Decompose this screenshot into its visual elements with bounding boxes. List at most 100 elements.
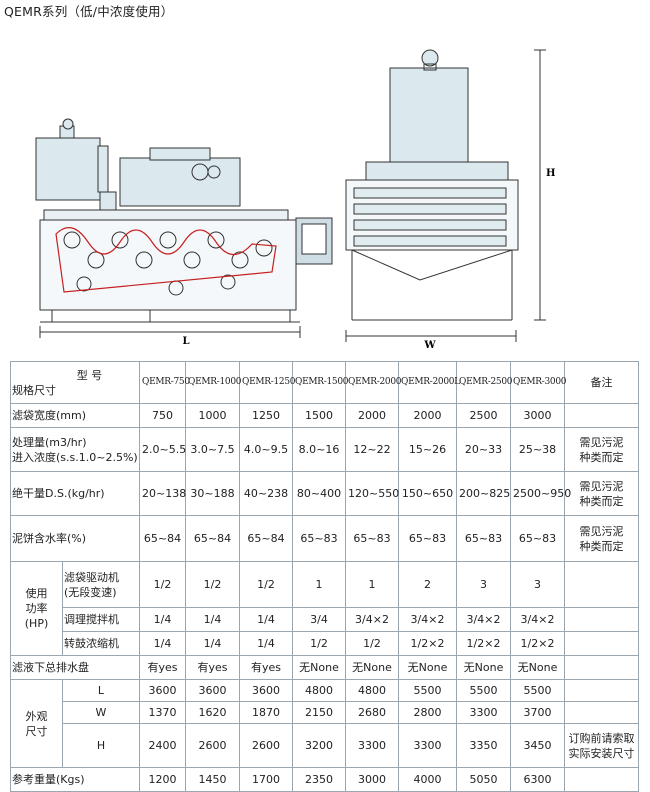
cell: 3/4×2 — [510, 607, 565, 632]
cell: 4800 — [345, 679, 399, 702]
cell: 5500 — [456, 679, 511, 702]
row-label-line: (无段变速) — [64, 585, 117, 599]
group-line: 功率 — [25, 602, 48, 615]
cell: 25~38 — [510, 427, 565, 472]
cell: 2.0~5.5 — [139, 427, 186, 472]
cell: 2350 — [292, 767, 346, 792]
cell: 3600 — [239, 679, 293, 702]
dimension-group-label: 外观 尺寸 — [10, 679, 63, 768]
cell: 65~83 — [292, 515, 346, 562]
machine-drawing: L W H — [35, 49, 555, 351]
cell: 1/2 — [345, 631, 399, 656]
cell: 3/4 — [292, 607, 346, 632]
cell: 5500 — [510, 679, 565, 702]
model-cell: QEMR-2000L — [398, 361, 460, 404]
cell: 1000 — [185, 403, 240, 428]
cell: 6300 — [510, 767, 565, 792]
note-cell: 需见污泥 种类而定 — [564, 515, 639, 562]
model-cell: QEMR-2000 — [345, 361, 401, 404]
cell: 2000 — [345, 403, 399, 428]
table-row: 滤液下总排水盘 有yes 有yes 有yes 无None 无None 无None… — [10, 655, 639, 680]
cell: 3000 — [510, 403, 565, 428]
group-line: (HP) — [24, 617, 49, 630]
cell — [564, 679, 639, 702]
note-line: 需见污泥 — [579, 479, 624, 493]
cell: 3450 — [510, 723, 565, 768]
cell: 1620 — [185, 701, 240, 724]
table-row: 滤袋宽度(mm) 750 1000 1250 1500 2000 2000 25… — [10, 403, 639, 428]
cell: 1700 — [239, 767, 293, 792]
cell: 无None — [398, 655, 457, 680]
cell: 5050 — [456, 767, 511, 792]
cell: 200~825 — [456, 471, 511, 516]
cell — [564, 655, 639, 680]
model-cell: QEMR-3000 — [510, 361, 566, 404]
table-row: 外观 尺寸 L 3600 3600 3600 4800 4800 5500 55… — [10, 679, 639, 768]
group-line: 尺寸 — [25, 724, 48, 738]
spec-table: 型 号 规格尺寸 QEMR-750 QEMR-1000 QEMR-1250 QE… — [10, 361, 639, 792]
cell: 30~188 — [185, 471, 240, 516]
table-row: 绝干量D.S.(kg/hr) 20~138 30~188 40~238 80~4… — [10, 471, 639, 516]
spec-header-cell: 型 号 规格尺寸 — [10, 361, 140, 404]
cell: 1200 — [139, 767, 186, 792]
cell: 3300 — [345, 723, 399, 768]
cell: 4000 — [398, 767, 457, 792]
cell: 1500 — [292, 403, 346, 428]
group-line: 使用 — [25, 587, 48, 600]
table-row: 泥饼含水率(%) 65~84 65~84 65~84 65~83 65~83 6… — [10, 515, 639, 562]
note-cell: 需见污泥 种类而定 — [564, 427, 639, 472]
dimension-w-label: W — [423, 340, 436, 351]
cell: 1/4 — [139, 607, 186, 632]
row-label: W — [62, 701, 140, 724]
note-line: 需见污泥 — [579, 435, 624, 449]
cell: 4.0~9.5 — [239, 427, 293, 472]
note-line: 订购前请索取 — [568, 731, 635, 745]
cell: 1/4 — [139, 631, 186, 656]
cell: 无None — [345, 655, 399, 680]
note-cell: 订购前请索取 实际安装尺寸 — [564, 723, 639, 768]
table-header-row: 型 号 规格尺寸 QEMR-750 QEMR-1000 QEMR-1250 QE… — [10, 361, 639, 404]
cell: 有yes — [185, 655, 240, 680]
model-cell: QEMR-750 — [139, 361, 190, 404]
row-label: 参考重量(Kgs) — [10, 767, 140, 792]
cell: 3.0~7.5 — [185, 427, 240, 472]
cell: 2 — [398, 561, 457, 608]
cell: 65~84 — [185, 515, 240, 562]
row-label-line: 处理量(m3/hr) — [12, 435, 87, 449]
cell: 80~400 — [292, 471, 346, 516]
note-line: 实际安装尺寸 — [568, 746, 635, 760]
power-group-label: 使用 功率 (HP) — [10, 561, 63, 656]
note-cell: 需见污泥 种类而定 — [564, 471, 639, 516]
cell: 2600 — [185, 723, 240, 768]
cell: 3000 — [345, 767, 399, 792]
row-label: 滤袋宽度(mm) — [10, 403, 140, 428]
group-line: 外观 — [25, 709, 48, 723]
cell: 1/2×2 — [398, 631, 457, 656]
cell: 3300 — [456, 701, 511, 724]
cell: 5500 — [398, 679, 457, 702]
row-label-line: 滤袋驱动机 — [64, 570, 119, 584]
cell: 3/4×2 — [456, 607, 511, 632]
cell: 2600 — [239, 723, 293, 768]
cell: 1/4 — [185, 631, 240, 656]
row-label: 转鼓浓缩机 — [62, 631, 140, 656]
cell: 20~138 — [139, 471, 186, 516]
cell: 1870 — [239, 701, 293, 724]
cell: 1/2 — [292, 631, 346, 656]
table-row: 使用 功率 (HP) 滤袋驱动机 (无段变速) 1/2 1/2 1/2 1 1 … — [10, 561, 639, 656]
cell — [564, 561, 639, 608]
cell: 65~83 — [345, 515, 399, 562]
cell: 65~84 — [239, 515, 293, 562]
cell: 65~83 — [456, 515, 511, 562]
row-label: 处理量(m3/hr) 进入浓度(s.s.1.0~2.5%) — [10, 427, 140, 472]
cell: 1/2×2 — [456, 631, 511, 656]
cell: 2400 — [139, 723, 186, 768]
table-row: H 2400 2600 2600 3200 3300 3300 3350 345… — [11, 723, 639, 768]
cell: 3700 — [510, 701, 565, 724]
cell: 65~83 — [398, 515, 457, 562]
cell: 无None — [510, 655, 565, 680]
row-label: H — [62, 723, 140, 768]
cell: 15~26 — [398, 427, 457, 472]
cell: 有yes — [139, 655, 186, 680]
cell: 3/4×2 — [345, 607, 399, 632]
